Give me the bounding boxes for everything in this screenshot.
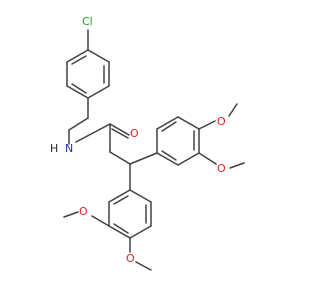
double-bond-inner (71, 55, 87, 65)
bond (129, 225, 152, 239)
bond (198, 120, 216, 130)
methoxy-oxygen-label: O (79, 205, 88, 218)
bond (228, 103, 238, 117)
bond (177, 152, 200, 166)
molecule-structure: Cl N H O O O O O (50, 15, 245, 271)
bond (63, 211, 79, 218)
bond (156, 152, 179, 166)
methoxy-oxygen-label: O (126, 252, 135, 265)
carbonyl-oxygen-label: O (130, 127, 139, 140)
double-bond-inner (111, 128, 129, 139)
double-bond-inner (71, 83, 87, 94)
bond (177, 116, 200, 130)
methoxy-oxygen-label: O (217, 115, 226, 128)
bond (198, 152, 217, 165)
methoxy-oxygen-label: O (217, 162, 226, 175)
bond (87, 85, 110, 99)
bond (129, 189, 152, 203)
bond (66, 49, 89, 63)
bond (129, 152, 158, 165)
dimethoxyphenyl-ring-lower (108, 189, 152, 239)
bond (135, 261, 152, 271)
bond (75, 123, 111, 143)
nitrogen-atom-label: N (65, 142, 73, 155)
bond (87, 49, 110, 63)
dimethoxyphenyl-ring-upper (156, 116, 200, 166)
bond (68, 117, 89, 131)
double-bond-inner (113, 223, 129, 234)
double-bond-inner (161, 150, 177, 161)
bond (108, 225, 131, 239)
double-bond-inner (161, 121, 177, 132)
hydrogen-atom-label: H (50, 142, 58, 155)
bond (66, 85, 89, 99)
structure-canvas: Cl N H O O O O O (50, 15, 245, 271)
bond (229, 162, 245, 169)
bond (91, 215, 110, 227)
double-bond-inner (113, 195, 129, 205)
bond (108, 189, 131, 203)
bond (109, 151, 131, 165)
bond (109, 123, 130, 136)
bond (156, 116, 179, 130)
chlorophenyl-ring (66, 49, 110, 99)
chlorine-atom-label: Cl (82, 15, 93, 28)
